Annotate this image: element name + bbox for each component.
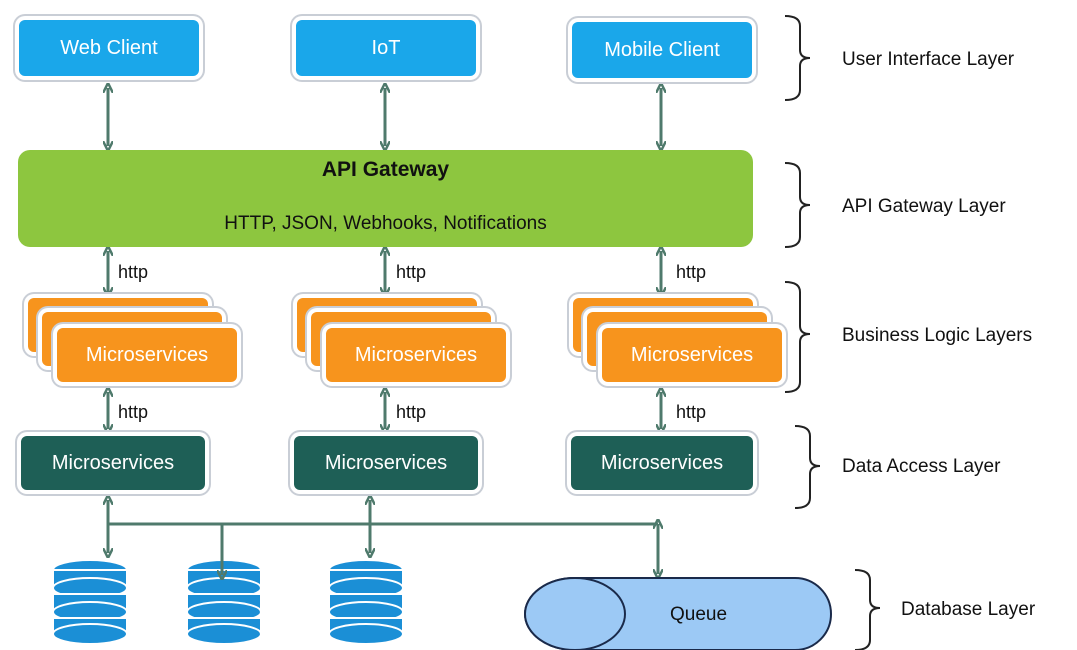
layer-label-ui: User Interface Layer	[842, 49, 1015, 70]
layer-label-data-access: Data Access Layer	[842, 456, 1001, 477]
data-service-label: Microservices	[600, 451, 724, 474]
http-label-3: http	[676, 262, 707, 282]
database-icon-1	[52, 559, 128, 645]
database-icon-3	[328, 559, 404, 645]
api-gateway-title: API Gateway	[321, 158, 450, 181]
layer-label-business: Business Logic Layers	[842, 325, 1033, 346]
queue-icon	[524, 577, 832, 650]
http-label-2: http	[396, 262, 427, 282]
business-service-label: Microservices	[630, 343, 754, 366]
web-client-box: Web Client	[19, 20, 199, 76]
data-service-3: Microservices	[571, 436, 753, 490]
iot-label: IoT	[371, 36, 401, 59]
data-service-label: Microservices	[51, 451, 175, 474]
http-label-4: http	[118, 402, 149, 422]
bracket-database	[854, 569, 881, 650]
business-service-3: Microservices	[602, 328, 782, 382]
web-client-label: Web Client	[60, 36, 158, 59]
data-service-label: Microservices	[324, 451, 448, 474]
mobile-client-label: Mobile Client	[604, 38, 720, 61]
layer-label-database: Database Layer	[901, 599, 1036, 620]
data-service-2: Microservices	[294, 436, 478, 490]
queue-label: Queue	[670, 604, 728, 625]
database-icon-2	[186, 559, 262, 645]
business-service-2: Microservices	[326, 328, 506, 382]
business-service-label: Microservices	[85, 343, 209, 366]
bracket-gateway	[784, 162, 811, 248]
api-gateway-subtitle: HTTP, JSON, Webhooks, Notifications	[224, 213, 547, 234]
business-service-label: Microservices	[354, 343, 478, 366]
http-label-6: http	[676, 402, 707, 422]
http-label-5: http	[396, 402, 427, 422]
data-service-1: Microservices	[21, 436, 205, 490]
iot-box: IoT	[296, 20, 476, 76]
http-label-1: http	[118, 262, 149, 282]
bracket-data	[794, 425, 821, 509]
mobile-client-box: Mobile Client	[572, 22, 752, 78]
business-service-1: Microservices	[57, 328, 237, 382]
api-gateway-box	[18, 150, 753, 247]
layer-label-gateway: API Gateway Layer	[842, 196, 1006, 217]
bracket-business	[784, 281, 811, 393]
bracket-ui	[784, 15, 811, 101]
